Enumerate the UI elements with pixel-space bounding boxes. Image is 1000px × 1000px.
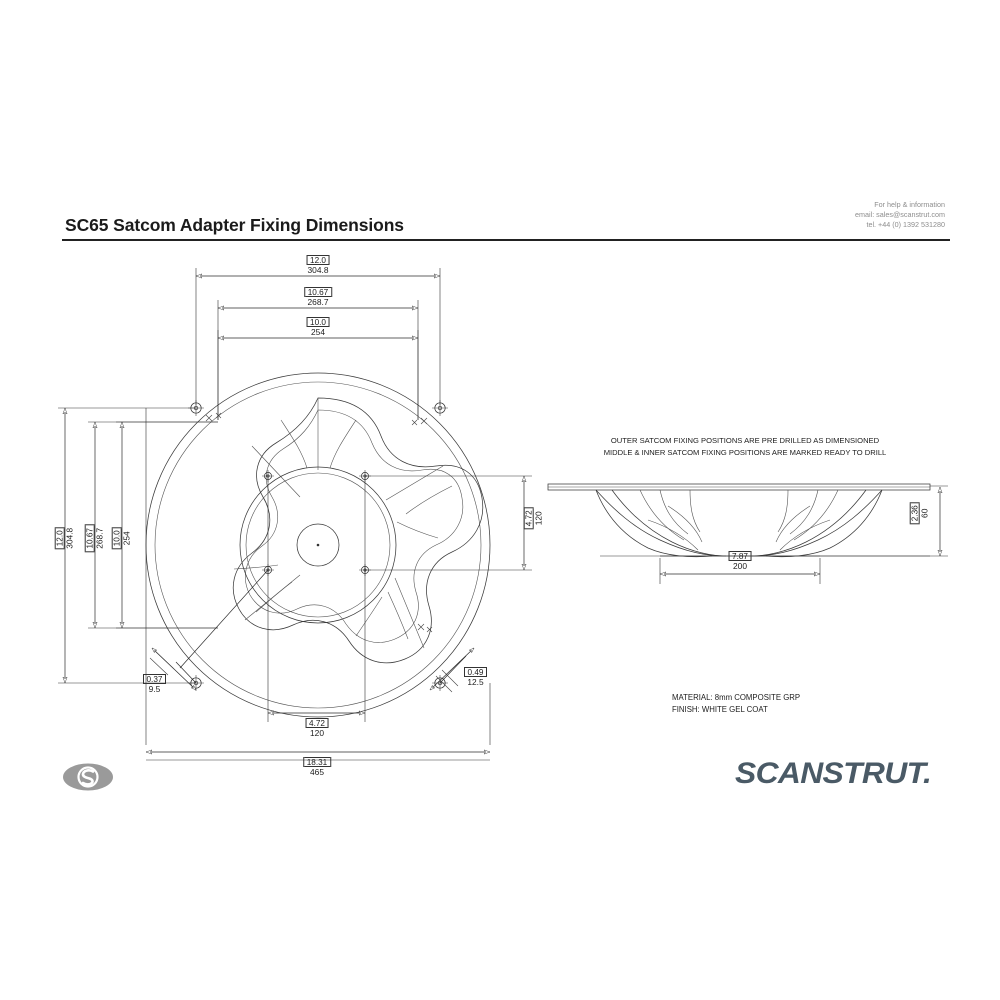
plan-center-boss	[296, 523, 340, 567]
scanstrut-wordmark: SCANSTRUT.	[735, 757, 932, 790]
scanstrut-logo-icon	[63, 763, 113, 791]
dim-inch-value: 0.37	[143, 674, 166, 685]
drilling-note-line-2: MIDDLE & INNER SATCOM FIXING POSITIONS A…	[603, 447, 887, 457]
plan-dimension-lines	[58, 268, 532, 761]
dim-label-plan-120-horizontal: 4.72 120	[305, 718, 329, 739]
dim-mm-value: 254	[121, 531, 132, 546]
drilling-note-line-1: OUTER SATCOM FIXING POSITIONS ARE PRE DR…	[610, 436, 880, 445]
dim-inch-value: 12.0	[54, 526, 65, 550]
dim-mm-value: 200	[733, 561, 747, 572]
dim-mm-value: 120	[310, 728, 324, 739]
dim-label-plan-465: 18.31 465	[303, 757, 331, 778]
dim-inch-value: 10.67	[304, 287, 332, 298]
dim-mm-value: 12.5	[467, 677, 484, 688]
dim-label-side-200: 7.87 200	[728, 551, 752, 572]
plan-hub-circle	[239, 466, 397, 624]
dim-inch-value: 12.0	[306, 255, 330, 266]
dim-inch-value: 7.87	[728, 551, 752, 562]
plan-cross-markers	[205, 412, 433, 633]
dim-label-left-254: 10.0 254	[111, 514, 133, 562]
side-elevation-group	[547, 483, 948, 584]
plan-view-group	[145, 372, 491, 718]
dim-mm-value: 120	[533, 511, 544, 526]
dim-label-left-268: 10.67 268.7	[84, 514, 106, 562]
plan-hub-circle-inner	[245, 472, 391, 618]
material-spec: MATERIAL: 8mm COMPOSITE GRP	[672, 693, 801, 702]
contact-info-block: For help & information email: sales@scan…	[855, 200, 945, 231]
dim-inch-value: 4.72	[305, 718, 329, 729]
dim-mm-value: 304.8	[64, 527, 75, 549]
dim-mm-value: 268.7	[307, 297, 329, 308]
plan-center-point	[316, 543, 320, 547]
dim-mm-value: 60	[919, 508, 930, 518]
dim-inch-value: 10.0	[111, 526, 122, 550]
drilling-notes-block: OUTER SATCOM FIXING POSITIONS ARE PRE DR…	[604, 435, 887, 459]
dim-mm-value: 465	[310, 767, 324, 778]
leader-hole-12p5	[430, 648, 474, 693]
dim-mm-value: 9.5	[148, 684, 161, 695]
specification-block: MATERIAL: 8mm COMPOSITE GRP FINISH: WHIT…	[672, 692, 800, 717]
dim-mm-value: 254	[311, 327, 325, 338]
dim-inch-value: 0.49	[464, 667, 487, 678]
dim-inch-value: 4.72	[523, 506, 534, 530]
finish-spec: FINISH: WHITE GEL COAT	[672, 705, 768, 715]
side-top-plate	[547, 483, 931, 491]
dim-mm-value: 268.7	[94, 527, 105, 549]
plan-star-structure	[232, 397, 484, 664]
dim-label-top-254: 10.0 254	[306, 317, 330, 338]
page-title: SC65 Satcom Adapter Fixing Dimensions	[65, 215, 404, 235]
title-divider-rule	[62, 239, 950, 241]
dim-label-hole-12p5: 0.49 12.5	[464, 667, 487, 688]
contact-help-line: For help & information	[874, 200, 945, 209]
contact-tel-line: tel. +44 (0) 1392 531280	[866, 220, 945, 230]
contact-email-line: email: sales@scanstrut.com	[855, 210, 945, 220]
dim-label-left-304: 12.0 304.8	[54, 514, 76, 562]
leader-hole-9p5	[149, 569, 269, 690]
dim-mm-value: 304.8	[307, 265, 329, 276]
dim-inch-value: 2.36	[909, 501, 920, 525]
dim-label-side-60: 2.36 60	[909, 489, 931, 537]
dim-label-hole-9p5: 0.37 9.5	[143, 674, 166, 695]
dim-inch-value: 18.31	[303, 757, 331, 768]
dim-label-top-304: 12.0 304.8	[306, 255, 330, 276]
dim-inch-value: 10.67	[84, 524, 95, 553]
dim-label-top-268: 10.67 268.7	[304, 287, 332, 308]
plan-outer-disc-inner-edge	[154, 381, 482, 709]
dim-inch-value: 10.0	[306, 317, 330, 328]
dim-label-plan-120-vertical: 4.72 120	[523, 494, 545, 542]
